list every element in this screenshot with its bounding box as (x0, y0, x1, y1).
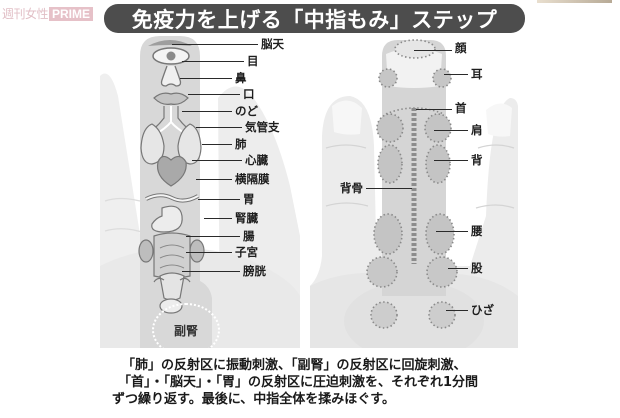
page-title: 免疫力を上げる「中指もみ」ステップ (104, 4, 525, 33)
label-bladder: 膀胱 (243, 264, 266, 278)
leader-line (198, 199, 240, 201)
label-hip: 股 (471, 261, 483, 275)
adrenal-label: 副腎 (173, 323, 198, 338)
label-lungs: 肺 (235, 137, 247, 151)
leader-line (414, 50, 452, 52)
label-stomach: 胃 (243, 192, 255, 206)
leader-line (180, 78, 232, 80)
label-diaphragm: 横隔膜 (235, 172, 270, 186)
label-neck: 首 (455, 101, 467, 115)
watermark-text: 週刊女性 (2, 7, 49, 21)
label-knee: ひざ (471, 303, 494, 317)
leader-line (204, 218, 232, 220)
leader-line (196, 179, 232, 181)
leader-line (186, 236, 240, 238)
label-waist: 腰 (471, 224, 483, 238)
instruction-caption: 「肺」の反射区に振動刺激、「副腎」の反射区に回旋刺激、 「首」・「脳天」・「胃」… (112, 357, 522, 408)
label-uterus: 子宮 (235, 245, 258, 259)
palm-side-diagram (100, 36, 300, 348)
watermark-logo: 週刊女性 PRIME (2, 7, 94, 21)
leader-line (182, 271, 240, 273)
label-brain-top: 脳天 (261, 37, 284, 51)
caption-line-2: 「首」・「脳天」・「胃」の反射区に圧迫刺激を、それぞれ1分間 (118, 375, 479, 390)
leader-line (186, 252, 232, 254)
label-mouth: 口 (243, 87, 255, 101)
leader-line (182, 61, 244, 63)
leader-line (444, 74, 468, 76)
caption-line-1: 「肺」の反射区に振動刺激、「副腎」の反射区に回旋刺激、 (122, 358, 467, 373)
caption-line-3: ずつ繰り返す。最後に、中指全体を揉みほぐす。 (112, 392, 396, 407)
label-kidneys: 腎臓 (235, 211, 258, 225)
leader-line (172, 44, 258, 46)
label-heart: 心臓 (245, 153, 268, 167)
leader-line (202, 144, 232, 146)
leader-line (182, 111, 232, 113)
decorative-bar (537, 0, 612, 3)
leader-line (434, 130, 468, 132)
leader-line (366, 188, 412, 190)
leader-line (448, 268, 468, 270)
back-hand-illustration (310, 39, 518, 348)
label-ear: 耳 (471, 67, 483, 81)
leader-line (434, 160, 468, 162)
label-spine: 背骨 (340, 181, 363, 195)
label-intestines: 腸 (243, 229, 255, 243)
leader-line (192, 160, 242, 162)
label-back: 背 (471, 153, 483, 167)
adrenal-zone: 副腎 (152, 303, 220, 357)
leader-line (196, 127, 242, 129)
leader-line (188, 94, 240, 96)
label-face: 顔 (455, 41, 467, 55)
label-eye: 目 (247, 54, 259, 68)
leader-line (416, 109, 452, 111)
label-bronchi: 気管支 (245, 120, 280, 134)
watermark-badge: PRIME (49, 7, 94, 21)
leader-line (436, 231, 468, 233)
back-side-diagram (310, 36, 518, 348)
label-shoulder: 肩 (471, 123, 483, 137)
leader-line (446, 310, 468, 312)
palm-illustration (100, 36, 300, 348)
label-throat: のど (235, 104, 258, 118)
label-nose: 鼻 (235, 71, 247, 85)
